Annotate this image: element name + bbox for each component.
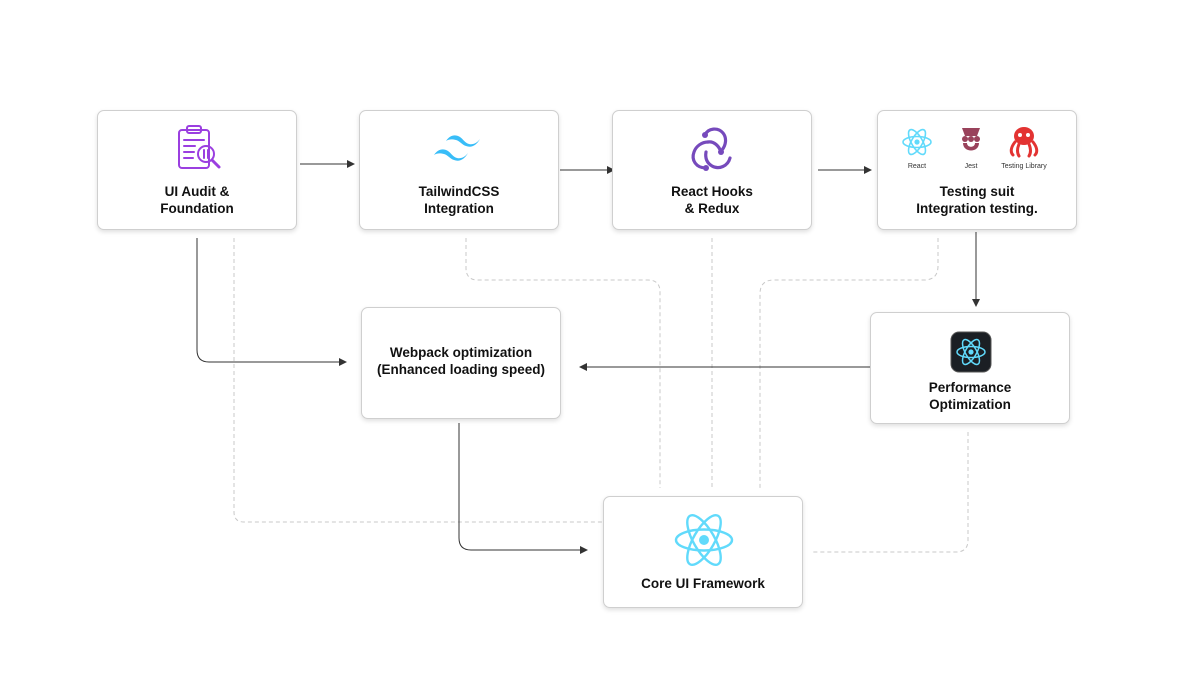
node-hooks-redux-line2: & Redux bbox=[684, 201, 740, 216]
node-webpack-line1: Webpack optimization bbox=[389, 345, 533, 360]
testing-logo-label-jest: Jest bbox=[964, 163, 978, 170]
node-ui-audit-label: UI Audit & Foundation bbox=[98, 183, 296, 217]
node-performance-line1: Performance bbox=[928, 380, 1012, 395]
testing-logo-label-react: React bbox=[907, 163, 927, 170]
node-testing-label: Testing suit Integration testing. bbox=[878, 183, 1076, 217]
react-dark-badge-icon bbox=[950, 331, 992, 373]
node-hooks-redux-line1: React Hooks bbox=[671, 184, 753, 199]
node-ui-audit: UI Audit & Foundation bbox=[97, 110, 297, 230]
node-ui-audit-line1: UI Audit & bbox=[164, 184, 230, 199]
react-logo-icon bbox=[674, 513, 734, 567]
testing-logo-label-testing-library: Testing Library bbox=[1001, 163, 1047, 170]
node-tailwind-label: TailwindCSS Integration bbox=[360, 183, 558, 217]
node-webpack-line2: (Enhanced loading speed) bbox=[376, 362, 546, 377]
node-core-label: Core UI Framework bbox=[604, 575, 802, 592]
dashed-link-audit-core bbox=[233, 238, 604, 523]
react-logo-icon bbox=[902, 128, 932, 156]
node-ui-audit-line2: Foundation bbox=[160, 201, 234, 216]
jest-logo-icon bbox=[962, 128, 980, 151]
node-tailwind-line2: Integration bbox=[424, 201, 494, 216]
dashed-link-tailwind-core bbox=[465, 238, 661, 488]
node-webpack-label: Webpack optimization (Enhanced loading s… bbox=[362, 344, 560, 378]
octopus-logo-icon bbox=[1009, 127, 1039, 158]
arrow-audit-to-webpack bbox=[196, 238, 347, 366]
redux-logo-icon bbox=[691, 127, 732, 171]
node-core: Core UI Framework bbox=[603, 496, 803, 608]
node-webpack: Webpack optimization (Enhanced loading s… bbox=[361, 307, 561, 419]
node-performance: Performance Optimization bbox=[870, 312, 1070, 424]
dashed-link-testing-core bbox=[759, 238, 939, 488]
arrow-webpack-to-core bbox=[458, 423, 588, 554]
node-tailwind-line1: TailwindCSS bbox=[418, 184, 500, 199]
tailwind-logo-icon bbox=[434, 135, 480, 161]
node-hooks-redux: React Hooks & Redux bbox=[612, 110, 812, 230]
node-performance-label: Performance Optimization bbox=[871, 379, 1069, 413]
dashed-link-performance-core bbox=[812, 432, 969, 553]
node-core-line1: Core UI Framework bbox=[641, 576, 765, 591]
node-performance-line2: Optimization bbox=[929, 397, 1011, 412]
node-testing: React Jest Testing Library bbox=[877, 110, 1077, 230]
node-hooks-redux-label: React Hooks & Redux bbox=[613, 183, 811, 217]
node-tailwind: TailwindCSS Integration bbox=[359, 110, 559, 230]
node-testing-line1: Testing suit bbox=[939, 184, 1015, 199]
clipboard-search-icon bbox=[178, 125, 221, 169]
node-testing-line2: Integration testing. bbox=[916, 201, 1038, 216]
